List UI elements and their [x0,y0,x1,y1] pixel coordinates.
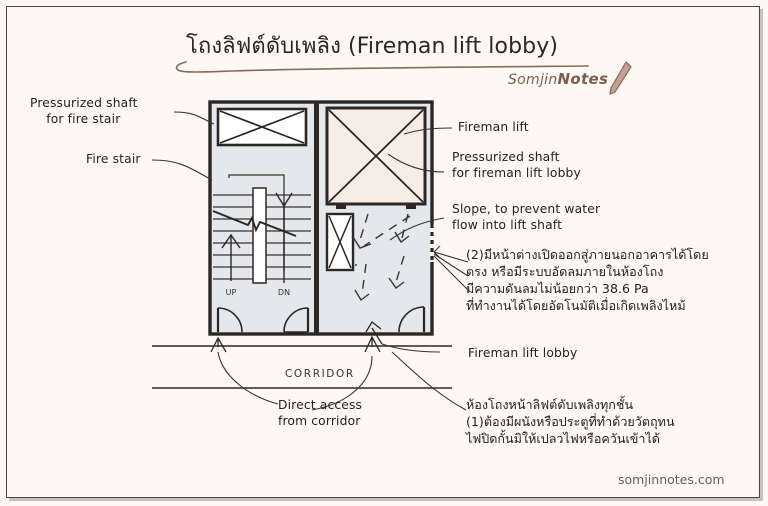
annotation-pressurized-shaft-lobby: Pressurized shaft for fireman lift lobby [452,150,581,180]
footer-url: somjinnotes.com [618,472,725,487]
fireman-lift-shaft-symbol [325,106,427,209]
slope-drain-symbol [325,212,355,272]
annotation-fire-stair: Fire stair [86,152,141,166]
brand-suffix: Notes [557,70,609,88]
corridor-label: CORRIDOR [285,368,355,380]
page-title: โถงลิฟต์ดับเพลิง (Fireman lift lobby) [186,34,559,59]
pen-icon [609,61,632,95]
pressurized-shaft-stair-symbol [216,107,308,147]
thai-note-1: ห้องโถงหน้าลิฟต์ดับเพลิงทุกชั้น (1)ต้องม… [466,397,675,446]
lobby-door [398,306,426,333]
annotation-fireman-lift: Fireman lift [458,120,529,134]
thai-note-2: (2)มีหน้าต่างเปิดออกสู่ภายนอกอาคารได้โดย… [466,247,709,313]
stair-room-doors [216,307,310,333]
title-underline [175,61,589,73]
annotation-pressurized-shaft-stair: Pressurized shaft for fire stair [30,96,138,126]
fire-stair-symbol: UP DN [212,174,311,297]
stair-up-label: UP [226,288,237,297]
floor-plan-diagram: UP DN [208,100,434,336]
annotation-slope: Slope, to prevent water flow into lift s… [452,202,601,232]
stair-down-label: DN [278,288,290,297]
brand-prefix: Somjin [508,72,558,88]
brand-signature: SomjinNotes [508,70,608,88]
annotation-fireman-lift-lobby: Fireman lift lobby [468,346,578,360]
annotation-direct-access: Direct access from corridor [278,398,363,428]
